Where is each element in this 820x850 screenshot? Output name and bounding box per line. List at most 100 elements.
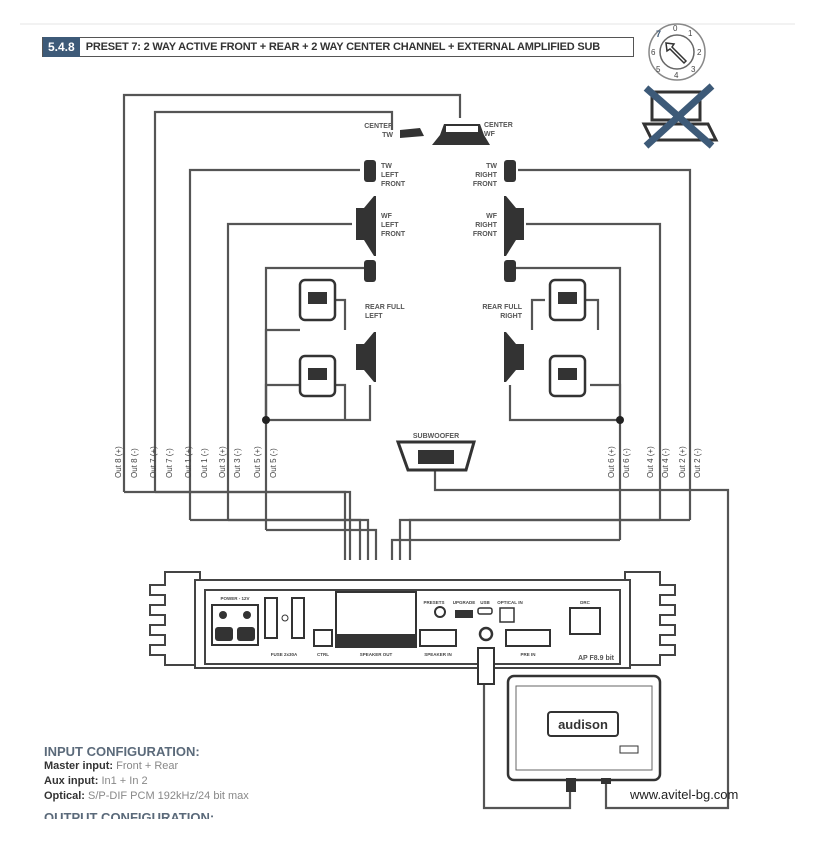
label-center-wf: CENTER — [484, 122, 513, 129]
label-upgrade: UPGRADE — [453, 600, 476, 605]
optical-label: Optical: — [44, 790, 85, 802]
label-tw-right-pos: FRONT — [473, 181, 498, 188]
output-config-heading: OUTPUT CONFIGURATION: — [44, 810, 215, 819]
output-label: Out 3 (+) — [218, 446, 227, 478]
label-pre-in: PRE IN — [520, 652, 535, 657]
rear-right-woofer-icon — [504, 332, 524, 382]
section-title: PRESET 7: 2 WAY ACTIVE FRONT + REAR + 2 … — [85, 41, 600, 53]
rca-jack — [478, 626, 494, 642]
pre-in-connector — [505, 629, 551, 647]
center-tw-speaker-icon — [400, 128, 424, 138]
label-tw-left-side: LEFT — [381, 172, 399, 179]
output-label: Out 6 (-) — [622, 448, 631, 478]
optical-value: S/P-DIF PCM 192kHz/24 bit max — [88, 790, 249, 802]
speaker-terminal — [601, 778, 611, 784]
fuse — [291, 597, 305, 639]
rca-plug — [477, 647, 495, 685]
section-number: 5.4.8 — [43, 37, 80, 57]
rear-right-tweeter-icon — [504, 260, 516, 282]
label-presets: PRESETS — [423, 600, 444, 605]
label-wf-right: WF — [486, 213, 498, 220]
output-label: Out 1 (+) — [184, 446, 193, 478]
fuse — [264, 597, 278, 639]
dial-4: 4 — [674, 71, 679, 80]
watermark-url: www.avitel-bg.com — [630, 787, 739, 802]
output-labels-right: Out 6 (+)Out 6 (-)Out 4 (+)Out 4 (-)Out … — [607, 446, 702, 478]
crossover-icon — [298, 278, 337, 322]
output-label: Out 2 (+) — [678, 446, 687, 478]
dial-2: 2 — [697, 48, 702, 57]
master-input-value: Front + Rear — [116, 760, 179, 772]
subwoofer-icon — [395, 440, 476, 472]
usb-port — [477, 607, 493, 615]
dial-6: 6 — [651, 48, 656, 57]
label-tw-left-pos: FRONT — [381, 181, 406, 188]
preset-dial-icon: 0 1 2 3 4 5 6 7 — [648, 23, 706, 81]
rca-plug — [566, 778, 576, 792]
dial-7: 7 — [656, 29, 661, 39]
output-label: Out 5 (+) — [253, 446, 262, 478]
crossover-icon — [548, 354, 587, 398]
section-header: 5.4.8 PRESET 7: 2 WAY ACTIVE FRONT + REA… — [42, 37, 634, 57]
output-label: Out 1 (-) — [200, 448, 209, 478]
junction-dot — [262, 416, 270, 424]
label-tw-left: TW — [381, 163, 392, 170]
label-wf-left: WF — [381, 213, 393, 220]
label-rear-right-side: RIGHT — [500, 313, 523, 320]
output-label: Out 5 (-) — [269, 448, 278, 478]
presets-knob — [434, 606, 446, 618]
label-rear-right: REAR FULL — [482, 304, 522, 311]
label-center-wf-type: WF — [484, 131, 496, 138]
output-label: Out 4 (+) — [646, 446, 655, 478]
label-power: POWER - 12V — [220, 596, 249, 601]
dial-1: 1 — [688, 29, 693, 38]
label-ctrl: CTRL — [317, 652, 329, 657]
label-center-tw: CENTER — [364, 123, 393, 130]
label-rear-left-side: LEFT — [365, 313, 383, 320]
output-labels-left: Out 8 (+)Out 8 (-)Out 7 (+)Out 7 (-)Out … — [114, 446, 278, 478]
tw-right-front-speaker-icon — [504, 160, 516, 182]
output-label: Out 8 (-) — [130, 448, 139, 478]
amplifier: POWER - 12V FUSE 2x30A CTRL SPEAKER OUT … — [149, 571, 676, 685]
dial-3: 3 — [691, 65, 696, 74]
label-wf-left-pos: FRONT — [381, 231, 406, 238]
output-label: Out 2 (-) — [693, 448, 702, 478]
audison-logo: audison — [558, 717, 608, 732]
input-config-heading: INPUT CONFIGURATION: — [44, 744, 200, 759]
master-input-label: Master input: — [44, 760, 114, 772]
label-wf-right-pos: FRONT — [473, 231, 498, 238]
output-label: Out 6 (+) — [607, 446, 616, 478]
optical-in-port — [499, 607, 515, 623]
aux-input-label: Aux input: — [44, 775, 99, 787]
label-model: AP F8.9 bit — [578, 655, 615, 662]
label-drc: DRC — [580, 600, 590, 605]
label-speaker-out: SPEAKER OUT — [360, 652, 393, 657]
center-wf-speaker-icon — [432, 124, 490, 145]
speaker-wires — [122, 93, 730, 810]
no-laptop-icon — [641, 83, 719, 149]
output-label: Out 7 (-) — [165, 448, 174, 478]
input-configuration: INPUT CONFIGURATION: Master input: Front… — [44, 744, 249, 819]
wf-right-front-speaker-icon — [504, 196, 524, 256]
upgrade-switch — [455, 610, 473, 618]
output-label: Out 7 (+) — [149, 446, 158, 478]
label-rear-left: REAR FULL — [365, 304, 405, 311]
dial-0: 0 — [673, 24, 678, 33]
label-speaker-in: SPEAKER IN — [424, 652, 452, 657]
rear-left-woofer-icon — [356, 332, 376, 382]
label-wf-left-side: LEFT — [381, 222, 399, 229]
ctrl-connector — [313, 629, 333, 647]
wf-left-front-speaker-icon — [356, 196, 376, 256]
output-label: Out 3 (-) — [233, 448, 242, 478]
aux-input-value: In1 + In 2 — [101, 775, 148, 787]
label-tw-right: TW — [486, 163, 497, 170]
label-center-tw-type: TW — [382, 132, 393, 139]
label-subwoofer: SUBWOOFER — [413, 433, 459, 440]
dial-5: 5 — [656, 65, 661, 74]
drc-port — [569, 607, 601, 635]
speaker-in-connector — [419, 629, 457, 647]
junction-dot — [616, 416, 624, 424]
label-usb: USB — [480, 600, 490, 605]
label-tw-right-side: RIGHT — [475, 172, 498, 179]
